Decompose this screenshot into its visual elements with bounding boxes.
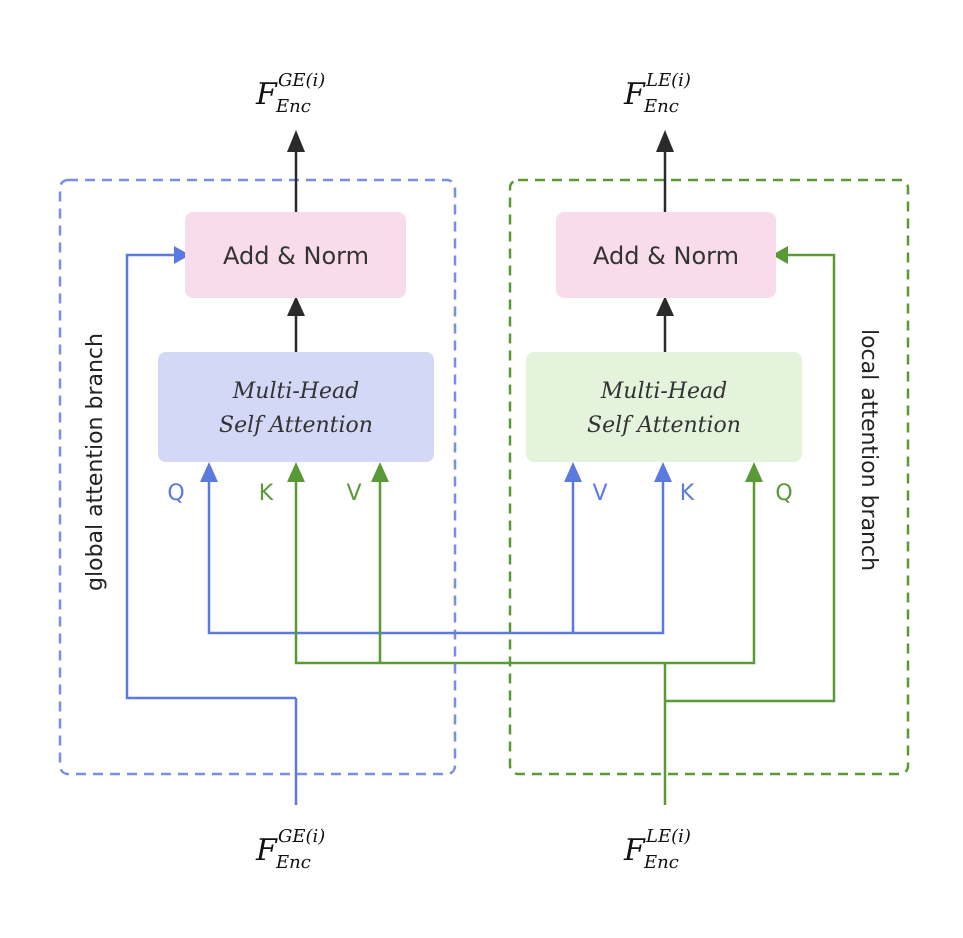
svg-text:F: F (255, 77, 278, 112)
local-q-arrowhead (745, 462, 763, 482)
global-mhsa-line2: Self Attention (219, 413, 373, 438)
global-v-label: V (346, 481, 361, 506)
svg-text:Enc: Enc (643, 852, 679, 873)
green-arrowheads (287, 246, 788, 482)
dark-arrows (287, 130, 674, 352)
global-add-norm-label: Add & Norm (223, 242, 369, 270)
svg-text:Enc: Enc (275, 96, 311, 117)
global-branch-container (58, 178, 457, 776)
global-residual-arrowhead (174, 246, 190, 264)
svg-text:F: F (255, 833, 278, 868)
global-mhsa-box (158, 352, 434, 462)
svg-text:GE(i): GE(i) (278, 826, 325, 847)
local-mhsa-box (526, 352, 802, 462)
svg-text:LE(i): LE(i) (645, 70, 691, 91)
svg-text:GE(i): GE(i) (278, 70, 325, 91)
local-input-math: F LE(i) Enc (623, 826, 691, 873)
local-k-label: K (680, 481, 695, 506)
local-add-norm-label: Add & Norm (593, 242, 739, 270)
global-q-label: Q (167, 481, 184, 506)
local-residual-arrowhead (772, 246, 788, 264)
global-k-line (294, 478, 756, 665)
global-k-arrowhead (287, 462, 305, 482)
global-q-line (207, 478, 665, 635)
global-residual-line (125, 253, 296, 700)
global-v-arrowhead (371, 462, 389, 482)
local-q-label: Q (775, 481, 792, 506)
local-residual-line (665, 253, 836, 703)
local-mhsa-line1: Multi-Head (600, 379, 727, 404)
global-output-math: F GE(i) Enc (255, 70, 325, 117)
global-input-math: F GE(i) Enc (255, 826, 325, 873)
global-branch-label: global attention branch (83, 333, 108, 591)
green-connectors (294, 253, 836, 805)
local-branch-label: local attention branch (856, 329, 881, 571)
local-v-arrowhead (564, 462, 582, 482)
local-output-math: F LE(i) Enc (623, 70, 691, 117)
svg-text:F: F (623, 77, 646, 112)
svg-text:LE(i): LE(i) (645, 826, 691, 847)
svg-text:F: F (623, 833, 646, 868)
local-branch-container (508, 178, 910, 776)
blue-connectors (125, 253, 665, 805)
global-q-arrowhead (200, 462, 218, 482)
global-k-label: K (259, 481, 274, 506)
global-add-norm-box (185, 212, 406, 298)
local-v-label: V (592, 481, 607, 506)
local-add-norm-box (556, 212, 776, 298)
svg-text:Enc: Enc (275, 852, 311, 873)
blue-arrowheads (174, 246, 672, 482)
global-mhsa-line1: Multi-Head (232, 379, 359, 404)
svg-text:Enc: Enc (643, 96, 679, 117)
local-mhsa-line2: Self Attention (587, 413, 741, 438)
local-k-arrowhead (654, 462, 672, 482)
